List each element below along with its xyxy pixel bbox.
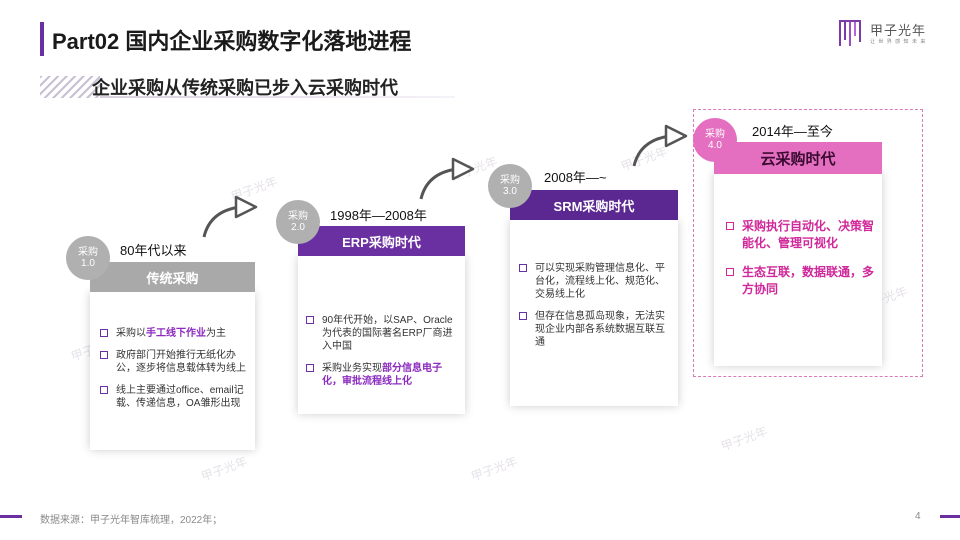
footer-accent-right <box>940 515 960 518</box>
stage-bullets-4: 采购执行自动化、决策智能化、管理可视化 生态互联，数据联通，多方协同 <box>726 218 876 310</box>
stage-badge-2: 采购 2.0 <box>276 200 320 244</box>
list-item: 90年代开始，以SAP、Oracle为代表的国际著名ERP厂商进入中国 <box>306 314 458 353</box>
list-item: 可以实现采购管理信息化、平台化，流程线上化、规范化、交易线上化 <box>519 262 673 301</box>
checkbox-bullet-icon <box>306 316 314 324</box>
checkbox-bullet-icon <box>726 268 734 276</box>
page-number: 4 <box>915 511 921 522</box>
stage-card-1 <box>90 292 255 450</box>
badge-version: 1.0 <box>81 258 95 269</box>
subtitle-decoration <box>40 76 100 98</box>
stage-period-2: 1998年—2008年 <box>330 208 427 223</box>
badge-label: 采购 <box>705 129 725 140</box>
checkbox-bullet-icon <box>726 222 734 230</box>
highlight-dashed-frame <box>693 109 923 377</box>
list-item: 但存在信息孤岛现象，无法实现企业内部各系统数据互联互通 <box>519 310 673 349</box>
logo-tagline: 让 世 界 感 知 未 来 <box>870 39 927 45</box>
page-title: Part02 国内企业采购数字化落地进程 <box>52 29 412 54</box>
stage-card-4 <box>714 172 882 366</box>
subtitle-underline <box>100 96 455 98</box>
stage-card-3 <box>510 220 678 406</box>
stage-badge-4: 采购 4.0 <box>693 118 737 162</box>
checkbox-bullet-icon <box>306 364 314 372</box>
list-item: 政府部门开始推行无纸化办公，逐步将信息载体转为线上 <box>100 349 250 375</box>
footer-accent-left <box>0 515 22 518</box>
list-item: 线上主要通过office、email记载、传递信息，OA雏形出现 <box>100 384 250 410</box>
stage-card-2 <box>298 256 465 414</box>
stage-header-2: ERP采购时代 <box>298 226 465 256</box>
logo-mark-icon <box>839 20 861 46</box>
curved-arrow-icon <box>202 195 258 238</box>
watermark: 甲子光年 <box>469 454 520 484</box>
watermark: 甲子光年 <box>719 424 770 454</box>
checkbox-bullet-icon <box>519 312 527 320</box>
checkbox-bullet-icon <box>100 329 108 337</box>
stage-badge-3: 采购 3.0 <box>488 164 532 208</box>
stage-header-4: 云采购时代 <box>714 142 882 174</box>
checkbox-bullet-icon <box>100 386 108 394</box>
curved-arrow-icon <box>419 157 475 200</box>
stage-period-3: 2008年—~ <box>544 170 607 185</box>
badge-version: 3.0 <box>503 186 517 197</box>
curved-arrow-icon <box>632 124 688 167</box>
stage-bullets-2: 90年代开始，以SAP、Oracle为代表的国际著名ERP厂商进入中国 采购业务… <box>306 314 458 397</box>
stage-bullets-3: 可以实现采购管理信息化、平台化，流程线上化、规范化、交易线上化 但存在信息孤岛现… <box>519 262 673 358</box>
checkbox-bullet-icon <box>519 264 527 272</box>
stage-header-1: 传统采购 <box>90 262 255 292</box>
watermark: 甲子光年 <box>199 454 250 484</box>
page-subtitle: 企业采购从传统采购已步入云采购时代 <box>92 78 398 98</box>
stage-header-3: SRM采购时代 <box>510 190 678 220</box>
badge-version: 2.0 <box>291 222 305 233</box>
list-item: 采购业务实现部分信息电子化，审批流程线上化 <box>306 362 458 388</box>
stage-badge-1: 采购 1.0 <box>66 236 110 280</box>
title-accent-bar <box>40 22 44 56</box>
stage-bullets-1: 采购以手工线下作业为主 政府部门开始推行无纸化办公，逐步将信息载体转为线上 线上… <box>100 327 250 419</box>
list-item: 生态互联，数据联通，多方协同 <box>726 264 876 298</box>
stage-period-4: 2014年—至今 <box>752 124 833 139</box>
footer-source: 数据来源：甲子光年智库梳理，2022年； <box>40 515 223 526</box>
badge-label: 采购 <box>500 175 520 186</box>
logo-name: 甲子光年 <box>870 23 927 38</box>
badge-label: 采购 <box>78 247 98 258</box>
list-item: 采购以手工线下作业为主 <box>100 327 250 340</box>
badge-label: 采购 <box>288 211 308 222</box>
checkbox-bullet-icon <box>100 351 108 359</box>
stage-period-1: 80年代以来 <box>120 243 187 258</box>
list-item: 采购执行自动化、决策智能化、管理可视化 <box>726 218 876 252</box>
brand-logo: 甲子光年 让 世 界 感 知 未 来 <box>838 18 928 54</box>
badge-version: 4.0 <box>708 140 722 151</box>
